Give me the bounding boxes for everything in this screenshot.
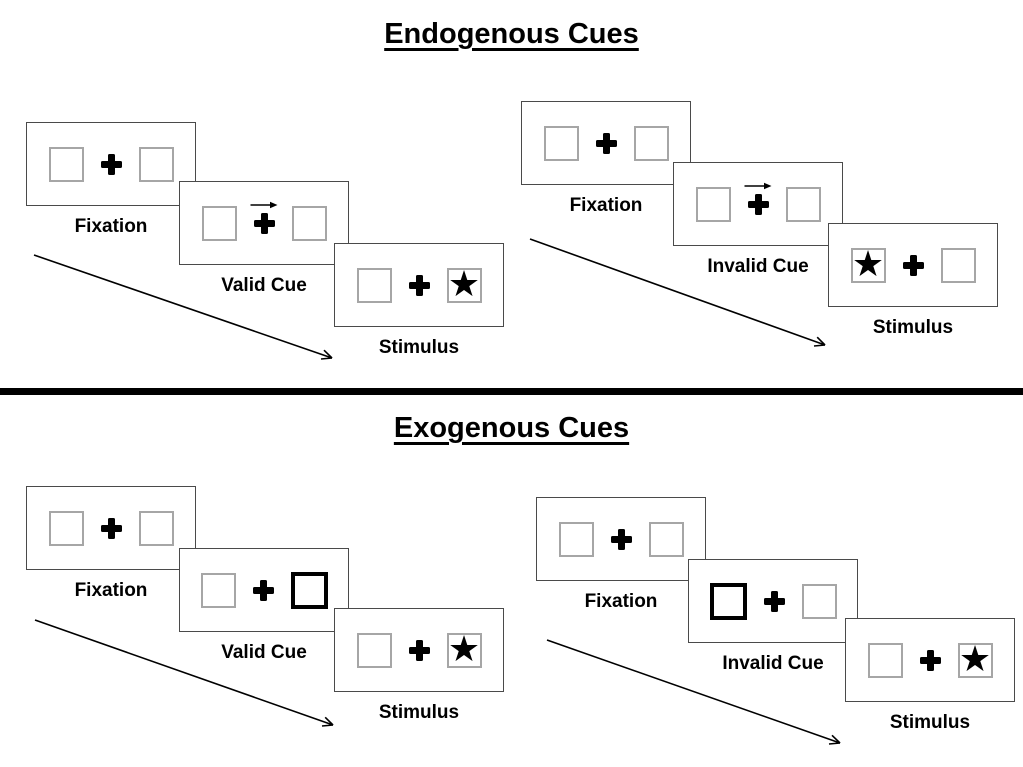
target-star-icon: ★ — [958, 638, 992, 679]
stimulus-panel: ★ Stimulus — [334, 608, 504, 723]
panel-label: Stimulus — [872, 317, 954, 338]
cue-arrow-icon — [250, 201, 278, 208]
stimulus-panel: ★ Stimulus — [845, 618, 1015, 733]
sequence-arrow — [34, 619, 334, 727]
panel-box: ★ — [828, 223, 998, 307]
panel-box — [179, 548, 349, 632]
sequence-arrow — [546, 639, 841, 745]
placeholder-box-right — [801, 583, 837, 619]
fixation-cross-icon — [408, 639, 430, 661]
panel-label: Fixation — [569, 195, 643, 216]
target-star-icon: ★ — [447, 628, 481, 669]
panel-box: ★ — [334, 608, 504, 692]
valid-cue-panel: Valid Cue — [179, 181, 349, 296]
fixation-panel: Fixation — [536, 497, 706, 612]
panel-label: Stimulus — [378, 702, 460, 723]
panel-label: Fixation — [584, 591, 658, 612]
placeholder-box-left — [558, 521, 594, 557]
placeholder-box-left — [356, 267, 392, 303]
panel-box — [688, 559, 858, 643]
panel-box — [179, 181, 349, 265]
sequence-arrow — [33, 254, 333, 360]
panel-box — [673, 162, 843, 246]
panel-box — [521, 101, 691, 185]
fixation-cross-icon — [919, 649, 941, 671]
placeholder-box-right — [138, 510, 174, 546]
panel-box — [26, 122, 196, 206]
valid-cue-panel: Valid Cue — [179, 548, 349, 663]
placeholder-box-right — [291, 205, 327, 241]
fixation-cross-icon — [747, 193, 769, 215]
panel-label: Stimulus — [889, 712, 971, 733]
fixation-cross-icon — [595, 132, 617, 154]
panel-box — [26, 486, 196, 570]
placeholder-box-right — [648, 521, 684, 557]
section-divider — [0, 388, 1023, 395]
fixation-cross-icon — [253, 212, 275, 234]
fixation-cross-icon — [902, 254, 924, 276]
panel-label: Fixation — [74, 580, 148, 601]
fixation-panel: Fixation — [26, 486, 196, 601]
placeholder-box-left — [356, 632, 392, 668]
placeholder-box-left — [695, 186, 731, 222]
target-box-left: ★ — [850, 243, 886, 284]
fixation-cross-icon — [610, 528, 632, 550]
cue-arrow-icon — [744, 182, 772, 189]
panel-label: Invalid Cue — [707, 256, 809, 277]
fixation-cross-icon — [100, 517, 122, 539]
panel-box — [536, 497, 706, 581]
placeholder-box-right — [633, 125, 669, 161]
target-box-right: ★ — [446, 628, 482, 669]
invalid-cue-panel: Invalid Cue — [673, 162, 843, 277]
stimulus-panel: ★ Stimulus — [334, 243, 504, 358]
panel-label: Valid Cue — [221, 275, 307, 296]
placeholder-box-left — [867, 642, 903, 678]
stimulus-panel: ★ Stimulus — [828, 223, 998, 338]
placeholder-box-left — [200, 572, 236, 608]
invalid-cue-panel: Invalid Cue — [688, 559, 858, 674]
panel-label: Fixation — [74, 216, 148, 237]
placeholder-box-left — [48, 510, 84, 546]
panel-box: ★ — [845, 618, 1015, 702]
section-title-endogenous: Endogenous Cues — [384, 18, 639, 50]
placeholder-box-left — [48, 146, 84, 182]
fixation-cross-icon — [408, 274, 430, 296]
placeholder-box-left — [543, 125, 579, 161]
placeholder-box-left — [201, 205, 237, 241]
panel-label: Invalid Cue — [722, 653, 824, 674]
target-box-right: ★ — [446, 263, 482, 304]
section-title-exogenous: Exogenous Cues — [393, 412, 630, 444]
fixation-panel: Fixation — [26, 122, 196, 237]
panel-box: ★ — [334, 243, 504, 327]
target-star-icon: ★ — [447, 263, 481, 304]
target-box-right: ★ — [957, 638, 993, 679]
fixation-cross-icon — [252, 579, 274, 601]
target-star-icon: ★ — [851, 243, 885, 284]
placeholder-box-right — [138, 146, 174, 182]
fixation-cross-icon — [763, 590, 785, 612]
fixation-cross-icon — [100, 153, 122, 175]
placeholder-box-right — [785, 186, 821, 222]
cue-box-left — [709, 582, 747, 620]
panel-label: Stimulus — [378, 337, 460, 358]
placeholder-box-right — [940, 247, 976, 283]
cue-box-right — [290, 571, 328, 609]
sequence-arrow — [529, 238, 826, 347]
fixation-panel: Fixation — [521, 101, 691, 216]
panel-label: Valid Cue — [221, 642, 307, 663]
